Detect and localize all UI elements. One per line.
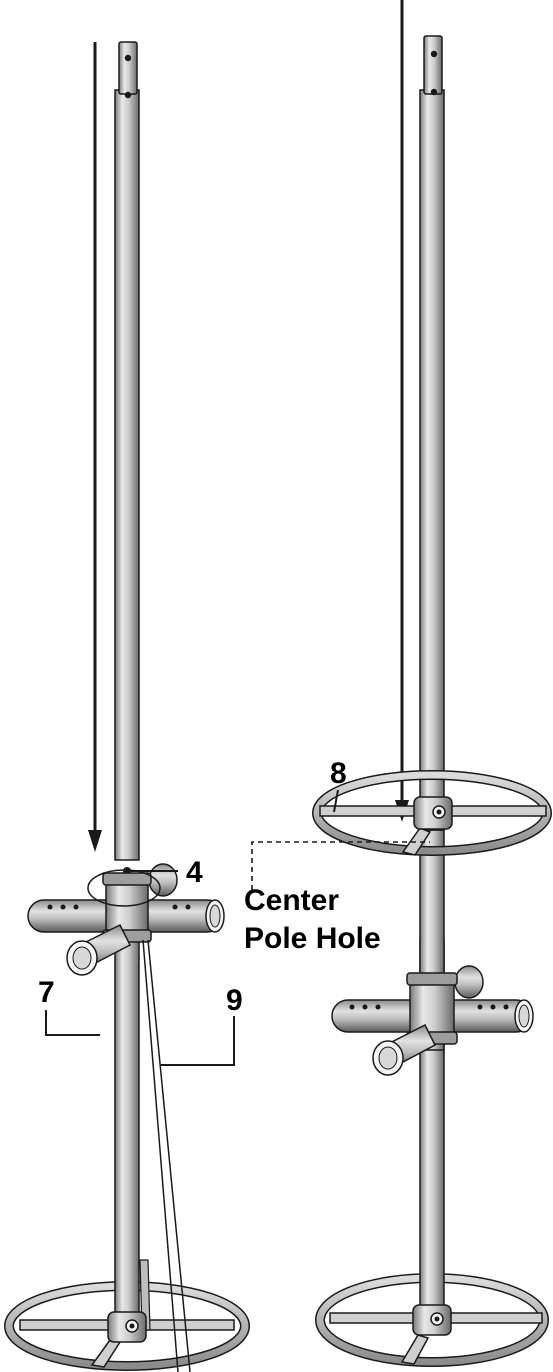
callout-9-leader: [160, 1016, 235, 1066]
right-bottom-clamp: [412, 1304, 452, 1336]
callout-7: 7: [38, 976, 55, 1009]
left-hub-connector: [27, 863, 225, 976]
left-hub-detail-oval: [87, 869, 161, 907]
right-pole-tip: [423, 35, 443, 95]
right-center-ring: [312, 770, 552, 856]
left-bottom-clamp: [107, 1311, 147, 1343]
callout-7-leader: [45, 1010, 100, 1036]
left-assembly: [4, 41, 250, 1372]
right-hub-connector: [331, 965, 534, 1076]
callout-4: 4: [186, 856, 203, 889]
center-pole-hole-label-line1: Center: [244, 884, 339, 917]
left-upper-pole: [114, 89, 140, 861]
center-pole-hole-leader: [251, 841, 430, 890]
right-assembly: [312, 0, 552, 1367]
callout-9: 9: [226, 984, 243, 1017]
left-arrow-head: [88, 830, 102, 852]
right-upper-pole: [419, 89, 445, 831]
callout-8-leader: [333, 789, 339, 813]
left-pole-tip: [118, 41, 138, 95]
left-leader-line: [142, 939, 179, 1372]
callout-8: 8: [330, 757, 347, 790]
left-lower-pole: [114, 924, 140, 1316]
center-pole-hole-label-line2: Pole Hole: [244, 922, 381, 955]
